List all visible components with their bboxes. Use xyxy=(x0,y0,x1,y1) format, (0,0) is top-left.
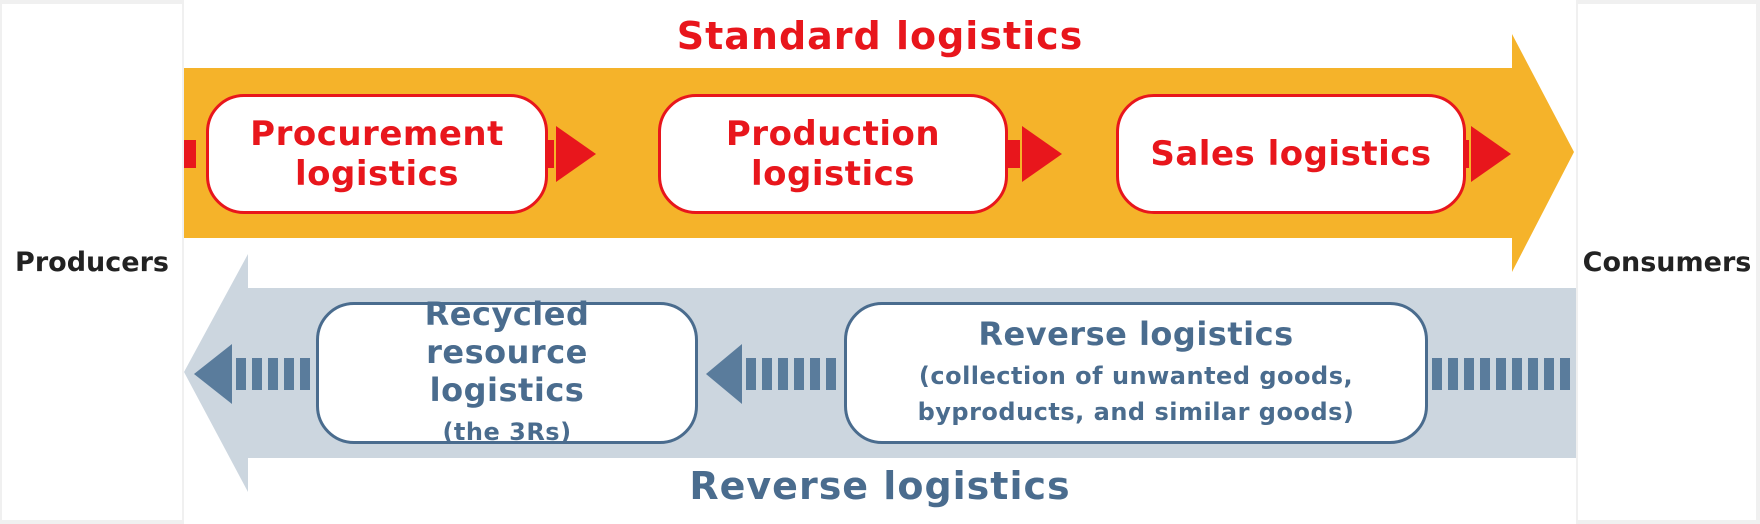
blue-connector-arrows xyxy=(194,344,1570,404)
recycled-resource-logistics-sublabel: (the 3Rs) xyxy=(442,417,572,446)
production-logistics-label: Production logistics xyxy=(725,113,941,194)
standard-logistics-title: Standard logistics xyxy=(676,14,1084,58)
producers-panel: Producers xyxy=(2,4,182,520)
arrows-graphic xyxy=(184,34,1576,492)
recycled-resource-logistics-box: Recycled resource logistics (the 3Rs) xyxy=(316,295,698,446)
reverse-logistics-box-sublabel: (collection of unwanted goods, byproduct… xyxy=(917,361,1355,426)
logistics-flow-diagram: Standard logistics Procurement logistics… xyxy=(184,0,1576,524)
producers-label: Producers xyxy=(15,246,169,278)
consumers-panel: Consumers xyxy=(1578,4,1756,520)
procurement-logistics-box: Procurement logistics xyxy=(206,94,548,214)
sales-logistics-box: Sales logistics xyxy=(1116,94,1466,214)
reverse-logistics-title: Reverse logistics xyxy=(689,464,1071,508)
recycled-resource-logistics-label: Recycled resource logistics xyxy=(424,295,590,409)
reverse-logistics-box: Reverse logistics (collection of unwante… xyxy=(844,302,1428,444)
sales-logistics-label: Sales logistics xyxy=(1150,133,1432,174)
procurement-logistics-label: Procurement logistics xyxy=(250,113,504,194)
consumers-label: Consumers xyxy=(1582,246,1752,278)
production-logistics-box: Production logistics xyxy=(658,94,1008,214)
reverse-logistics-box-label: Reverse logistics xyxy=(978,315,1294,354)
